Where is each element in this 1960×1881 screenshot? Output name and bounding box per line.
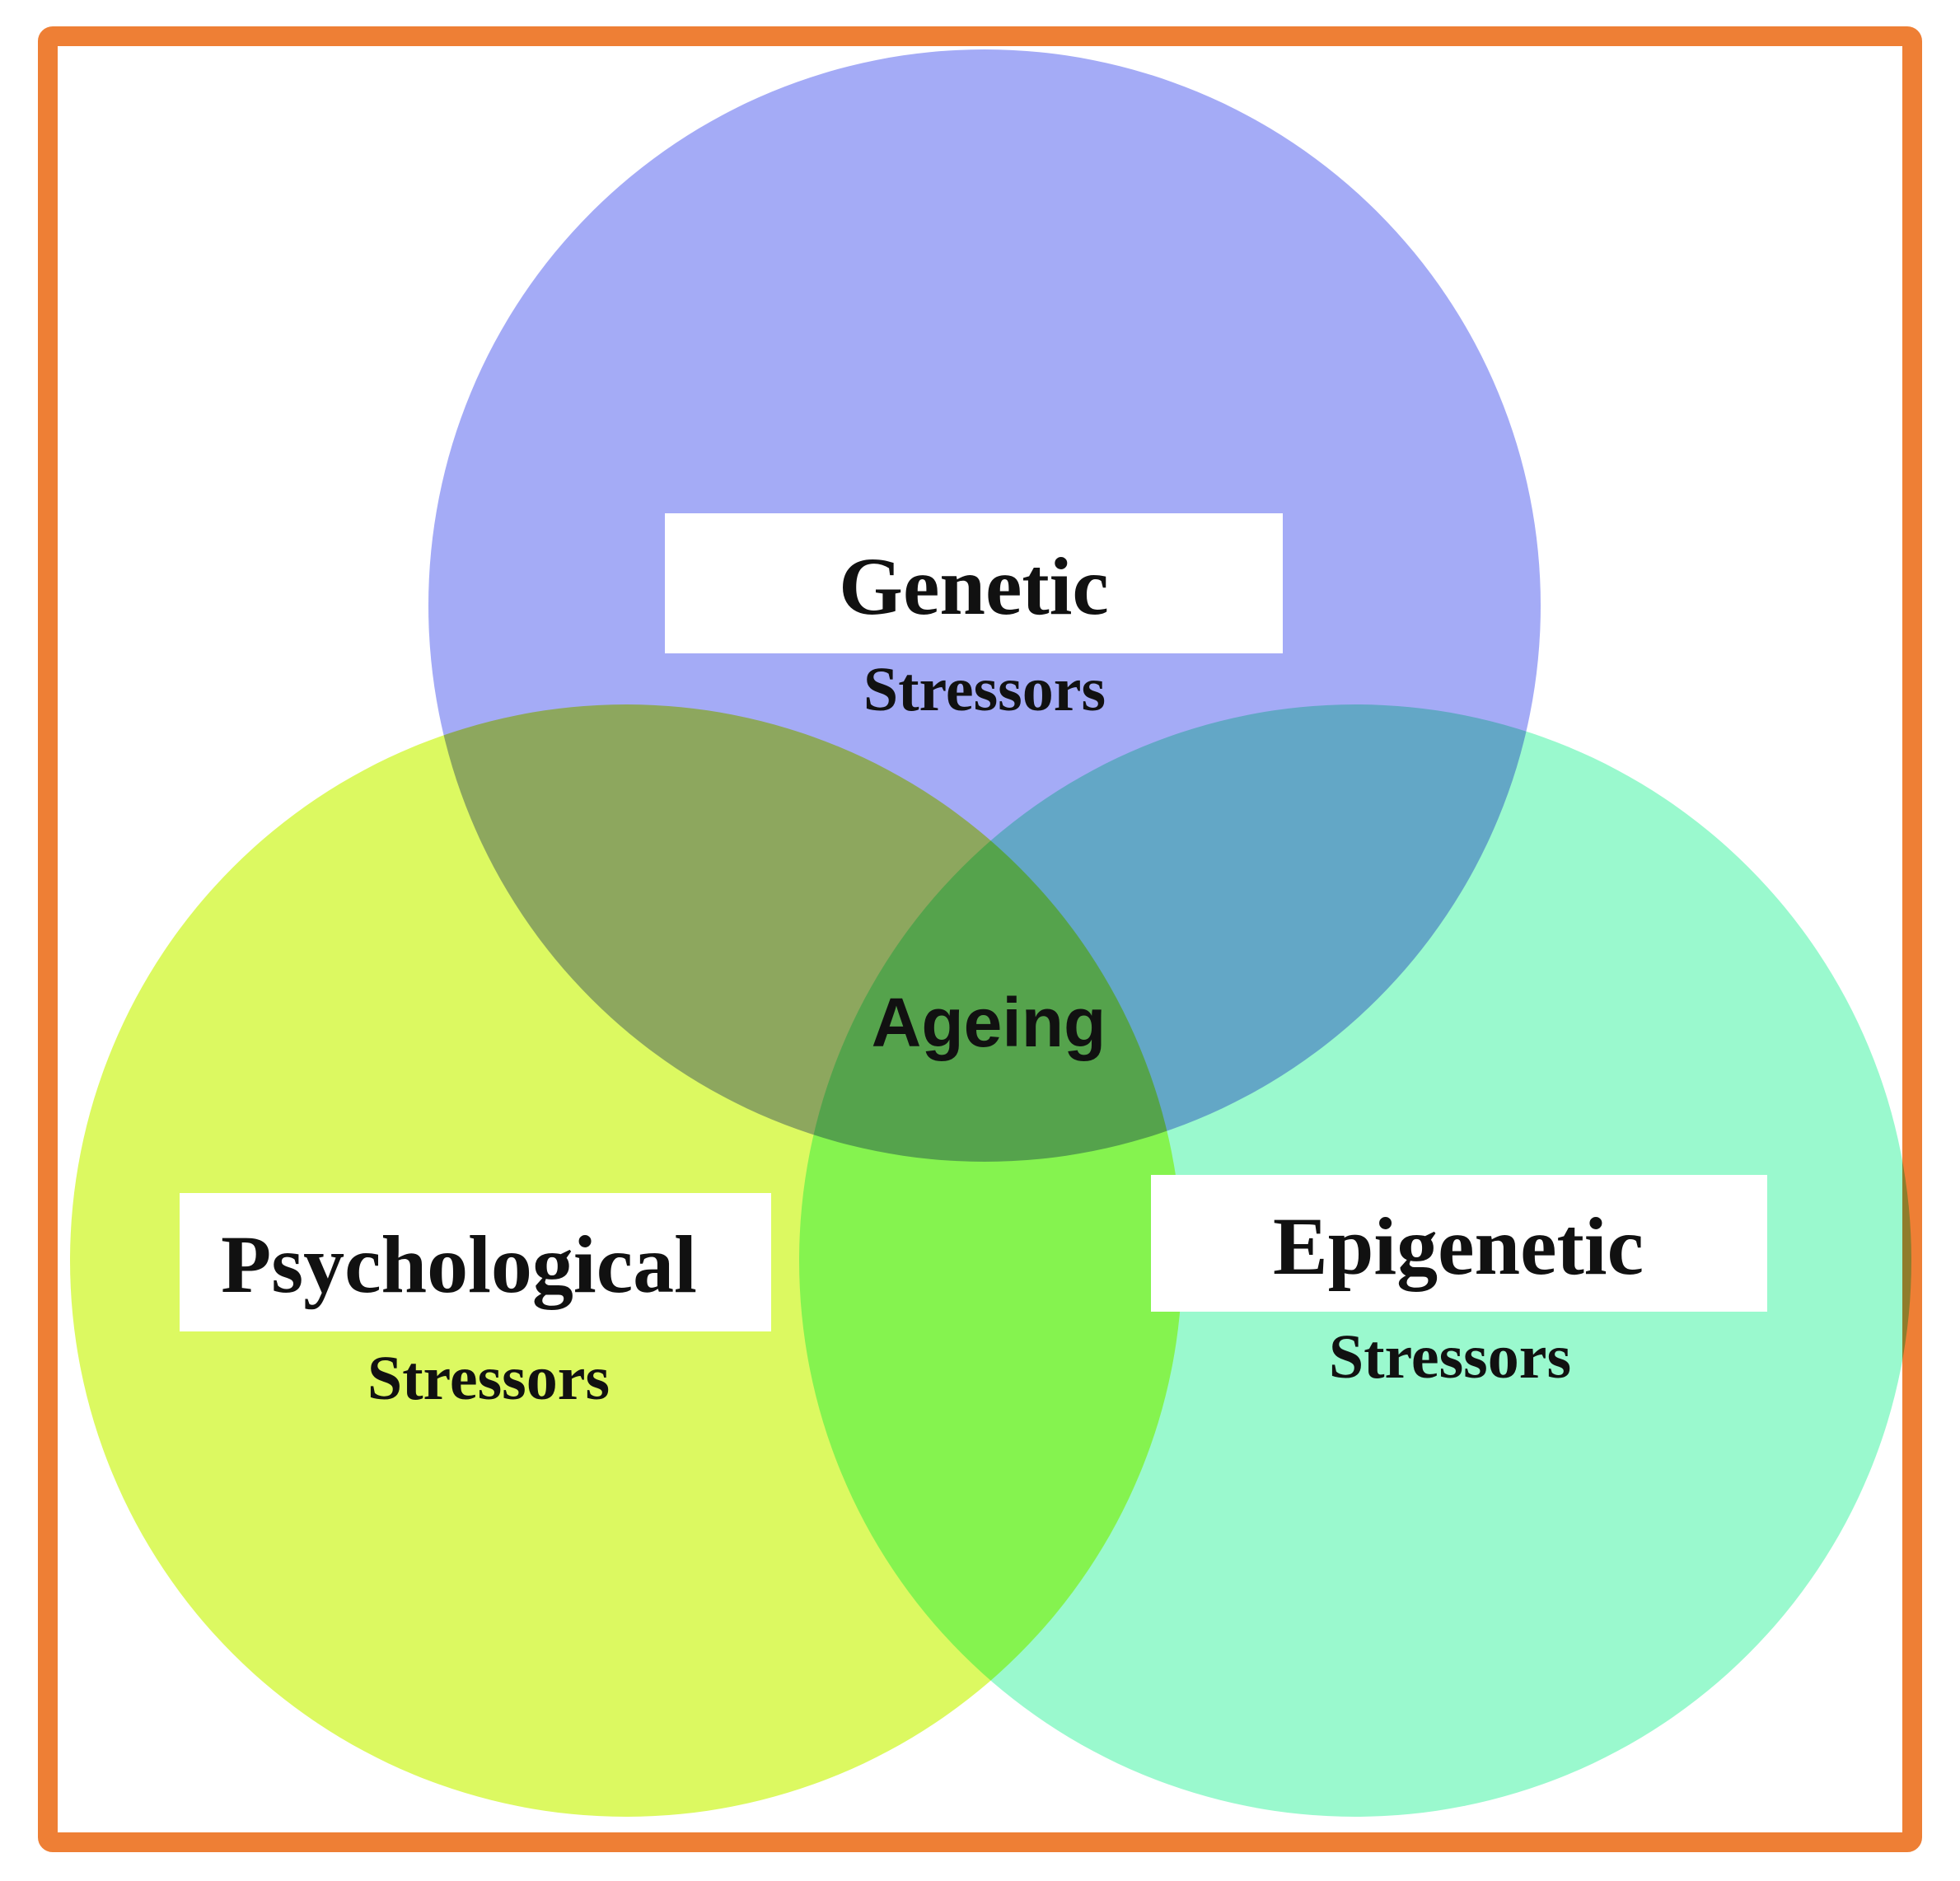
genetic-title: Genetic: [839, 540, 1109, 632]
center-label: Ageing: [872, 984, 1106, 1061]
genetic-label-box: [665, 513, 1283, 653]
epigenetic-label-group: Epigenetic Stressors: [1151, 1175, 1767, 1392]
genetic-subtitle: Stressors: [863, 655, 1106, 724]
genetic-label-group: Genetic Stressors: [665, 513, 1283, 724]
psychological-label-group: Psychological Stressors: [180, 1193, 771, 1413]
psychological-title: Psychological: [221, 1219, 697, 1310]
psychological-subtitle: Stressors: [367, 1344, 610, 1413]
psychological-label-box: [180, 1193, 771, 1331]
epigenetic-label-box: [1151, 1175, 1767, 1312]
epigenetic-title: Epigenetic: [1273, 1200, 1644, 1292]
epigenetic-subtitle: Stressors: [1329, 1322, 1571, 1392]
